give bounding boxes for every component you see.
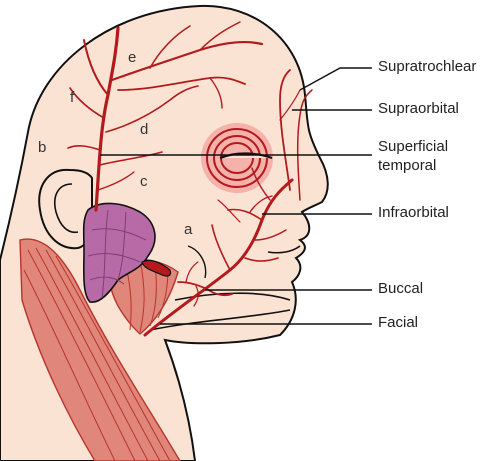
infraorbital-artery	[249, 195, 273, 213]
parotid-lobules	[87, 209, 147, 299]
neck-muscle-fibers	[23, 247, 171, 461]
mouth-line	[267, 245, 301, 254]
label-infraorbital: Infraorbital	[378, 204, 449, 221]
jaw-line	[149, 309, 291, 331]
ear	[38, 168, 93, 250]
parotid-duct	[141, 259, 172, 277]
arteries	[67, 21, 313, 337]
cheek-line	[187, 245, 207, 279]
label-superficial-temporal-1: Superficial	[378, 138, 449, 155]
label-supratrochlear: Supratrochlear	[378, 58, 477, 75]
letter-d: d	[140, 121, 149, 138]
supraorbital-artery	[279, 69, 291, 191]
leader-lines	[100, 67, 372, 325]
label-facial: Facial	[378, 314, 419, 331]
letter-f: f	[70, 89, 75, 106]
leader-supratrochlear	[299, 67, 372, 91]
label-supraorbital: Supraorbital	[378, 100, 459, 117]
label-superficial-temporal-2: temporal	[378, 157, 437, 174]
letter-c: c	[140, 173, 148, 190]
ear-inner	[54, 183, 79, 234]
facial-artery	[143, 178, 294, 337]
letter-e: e	[128, 49, 137, 66]
letter-a: a	[184, 221, 193, 238]
letter-b: b	[38, 139, 47, 156]
label-buccal: Buccal	[378, 280, 424, 297]
mandible-line	[174, 292, 291, 301]
buccal-artery	[177, 281, 233, 297]
supratrochlear-artery	[296, 89, 313, 201]
